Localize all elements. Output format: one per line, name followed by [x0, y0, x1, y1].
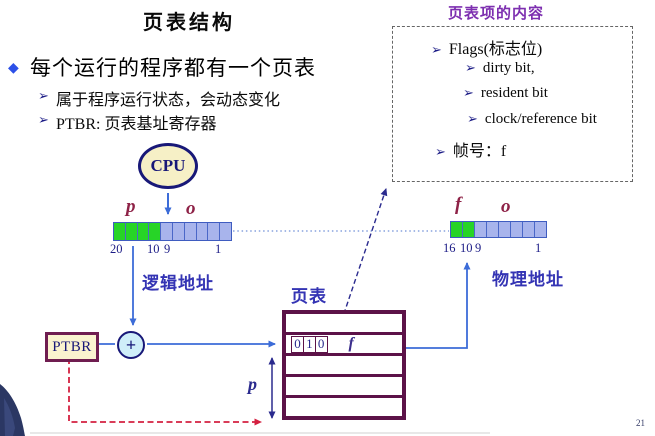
cpu-label: CPU: [150, 156, 186, 175]
bit-index: 10: [147, 242, 160, 256]
diamond-bullet-icon: ◆: [8, 60, 19, 76]
ptbr-register: PTBR: [45, 332, 99, 362]
bit-index: 20: [110, 242, 123, 256]
physical-o-label: o: [501, 196, 511, 217]
arrowhead-bullet-icon: ➢: [431, 43, 442, 58]
offset-bit-cell: [523, 222, 535, 237]
slide-page-number: 21: [636, 418, 645, 428]
bit-index: 16: [443, 241, 456, 255]
bullet-main: 每个运行的程序都有一个页表: [30, 56, 316, 80]
page-table-row: [286, 398, 402, 416]
logical-o-label: o: [186, 198, 196, 219]
flag-clock-label: clock/reference bit: [484, 111, 597, 127]
page-index-label: p: [248, 374, 257, 394]
entry-frame-item: ➢ 帧号：f: [435, 137, 506, 161]
arrowhead-bullet-icon: ➢: [465, 61, 476, 76]
offset-bit-cell: [172, 223, 185, 240]
offset-bit-cell: [475, 222, 487, 237]
entry-flags-item: ➢ Flags(标志位): [431, 35, 542, 59]
entry-flag-item-dirty: ➢ dirty bit,: [465, 60, 535, 77]
logical-address-field: [113, 222, 232, 241]
page-bit-cell: [149, 223, 162, 240]
offset-bit-cell: [184, 223, 197, 240]
physical-address-label: 物理地址: [492, 270, 564, 289]
adder-node: +: [117, 331, 145, 359]
offset-bit-cell: [487, 222, 499, 237]
arrowhead-bullet-icon: ➢: [435, 145, 446, 160]
physical-address-field: [450, 221, 547, 238]
table-to-physical-arrow: [406, 262, 471, 349]
cpu-node: CPU: [138, 143, 198, 189]
bullet-sub-2: PTBR: 页表基址寄存器: [56, 116, 217, 133]
arrowhead-bullet-icon: ➢: [467, 112, 478, 127]
page-bit-cell: [114, 223, 126, 240]
ptbr-label: PTBR: [52, 338, 92, 355]
plus-icon: +: [125, 335, 137, 355]
page-table-row: [286, 314, 402, 335]
entry-box-title: 页表项的内容: [448, 6, 545, 22]
bit-index: 9: [475, 241, 482, 255]
arrowhead-bullet-icon: ➢: [463, 86, 474, 101]
page-title: 页表结构: [143, 12, 235, 34]
entry-flags-label: Flags(标志位): [448, 41, 543, 58]
frame-bit-cell: [451, 222, 463, 237]
entry-frame-label: 帧号：f: [452, 143, 507, 160]
page-bit-cell: [125, 223, 138, 240]
page-table-row: [286, 356, 402, 377]
page-table-entry-row: 0 1 0 f: [286, 335, 402, 356]
bit-index: 9: [164, 242, 171, 256]
frame-bit-cell: [463, 222, 475, 237]
flag-dirty-label: dirty bit,: [482, 60, 535, 76]
page-table-label: 页表: [291, 287, 327, 306]
logical-p-label: p: [126, 196, 136, 217]
entry-frame-value: f: [348, 335, 354, 352]
page-table-entry-content-box: ➢Flags(标志位) ➢dirty bit, ➢resident bit ➢c…: [392, 26, 633, 182]
flag-resident-label: resident bit: [480, 85, 548, 101]
offset-bit-cell: [220, 223, 231, 240]
entry-flag-item-resident: ➢ resident bit: [463, 85, 548, 102]
offset-bit-cell: [208, 223, 221, 240]
offset-bit-cell: [196, 223, 209, 240]
entry-flag-item-clock: ➢ clock/reference bit: [467, 111, 597, 128]
offset-bit-cell: [161, 223, 173, 240]
physical-f-label: f: [455, 194, 462, 215]
offset-bit-cell: [511, 222, 523, 237]
logical-address-label: 逻辑地址: [142, 274, 214, 293]
webcam-overlay-highlight: [4, 398, 15, 436]
offset-bit-cell: [535, 222, 546, 237]
arrowhead-bullet-icon: ➢: [38, 113, 49, 128]
page-bit-cell: [137, 223, 150, 240]
page-table: 0 1 0 f: [282, 310, 406, 420]
ptbr-red-dashed-path: [68, 358, 262, 426]
bullet-sub-1: 属于程序运行状态，会动态变化: [56, 92, 281, 109]
bit-index: 1: [535, 241, 542, 255]
arrowhead-bullet-icon: ➢: [38, 89, 49, 104]
webcam-overlay-silhouette: [0, 384, 25, 436]
offset-bit-cell: [499, 222, 511, 237]
page-table-row: [286, 377, 402, 398]
entry-flag-bit: 0: [314, 335, 328, 353]
bit-index: 10: [460, 241, 473, 255]
bit-index: 1: [215, 242, 222, 256]
